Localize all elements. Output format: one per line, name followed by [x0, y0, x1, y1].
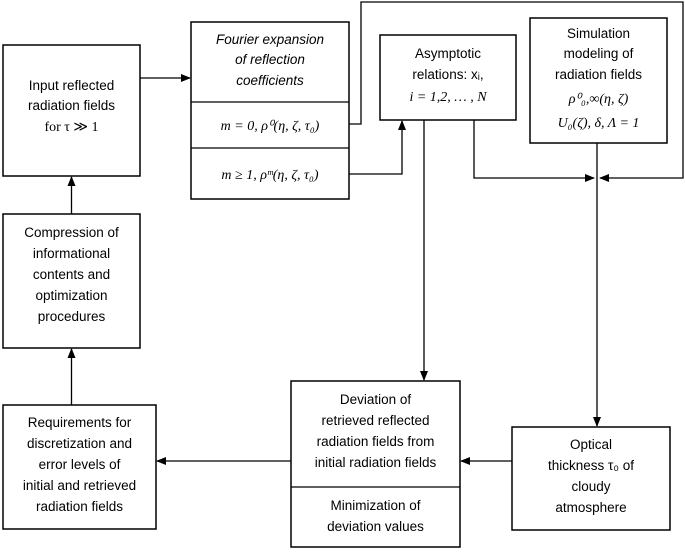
deviation-line-4: initial radiation fields — [315, 455, 437, 470]
input-box: Input reflected radiation fields for τ ≫… — [2, 44, 141, 177]
simulation-box: Simulation modeling of radiation fields … — [529, 17, 668, 144]
compression-line-2: informational — [33, 246, 110, 261]
requirements-line-3: error levels of — [39, 457, 121, 472]
arrow-asymptotic-to-junction — [473, 120, 595, 182]
fourier-title-1: Fourier expansion — [216, 32, 324, 47]
compression-line-3: contents and — [33, 267, 110, 282]
arrow-fourier-to-asymptotic — [349, 120, 406, 175]
requirements-line-5: radiation fields — [36, 499, 123, 514]
deviation-line-3: radiation fields from — [317, 434, 435, 449]
fourier-row-2: m ≥ 1, ρᵐ(η, ζ, τ₀) — [221, 168, 319, 183]
fourier-title-2: of reflection — [235, 52, 305, 67]
optical-line-2: thickness τ₀ of — [548, 458, 634, 473]
input-math: for τ ≫ 1 — [44, 120, 98, 135]
compression-line-5: procedures — [38, 309, 106, 324]
simulation-line-1: Simulation — [567, 26, 630, 41]
optical-line-4: atmosphere — [555, 500, 626, 515]
simulation-math-2: U₀(ζ), δ, Λ = 1 — [558, 116, 640, 131]
requirements-line-2: discretization and — [27, 436, 132, 451]
requirements-line-4: initial and retrieved — [23, 478, 136, 493]
deviation-box: Deviation of retrieved reflected radiati… — [290, 380, 461, 548]
minimization-line-2: deviation values — [327, 519, 424, 534]
optical-box: Optical thickness τ₀ of cloudy atmospher… — [511, 426, 671, 531]
asymptotic-line-3: i = 1,2, … , N — [409, 90, 487, 105]
asymptotic-line-2: relations: xᵢ, — [412, 67, 483, 82]
simulation-math-1: ρ⁰₀,∞(η, ζ) — [568, 92, 629, 107]
optical-line-1: Optical — [570, 437, 612, 452]
asymptotic-line-1: Asymptotic — [415, 46, 481, 61]
simulation-line-3: radiation fields — [555, 67, 642, 82]
deviation-line-1: Deviation of — [340, 392, 412, 407]
requirements-line-1: Requirements for — [28, 415, 132, 430]
fourier-row-1: m = 0, ρ⁰(η, ζ, τ₀) — [221, 119, 320, 134]
minimization-line-1: Minimization of — [330, 498, 420, 513]
compression-line-4: optimization — [35, 288, 107, 303]
fourier-title-3: coefficients — [236, 73, 304, 88]
compression-box: Compression of informational contents an… — [2, 213, 141, 349]
deviation-line-2: retrieved reflected — [321, 413, 429, 428]
requirements-box: Requirements for discretization and erro… — [2, 404, 157, 530]
fourier-box: Fourier expansion of reflection coeffici… — [190, 21, 350, 200]
arrow-fourier-to-junction — [349, 1, 684, 182]
optical-line-3: cloudy — [571, 479, 610, 494]
input-line-1: Input reflected — [29, 78, 115, 93]
compression-line-1: Compression of — [24, 225, 119, 240]
asymptotic-box: Asymptotic relations: xᵢ, i = 1,2, … , N — [379, 34, 517, 121]
input-line-2: radiation fields — [28, 98, 115, 113]
simulation-line-2: modeling of — [564, 46, 634, 61]
